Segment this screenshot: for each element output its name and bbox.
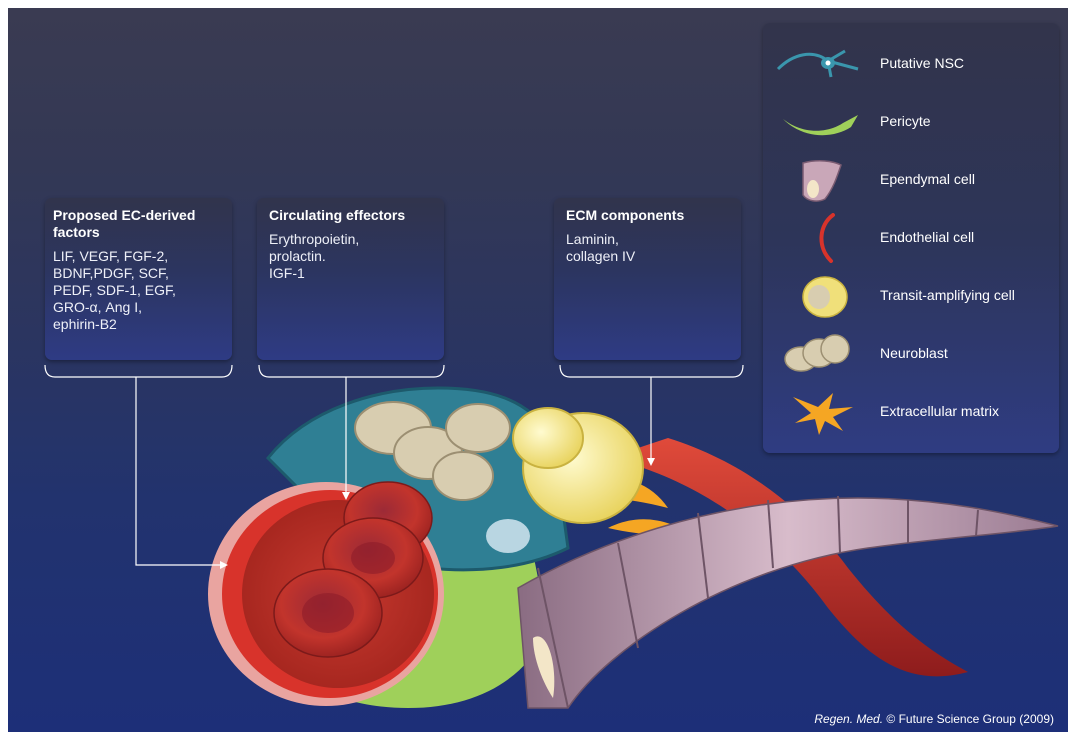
legend-item-transit: Transit-amplifying cell bbox=[763, 271, 1059, 321]
diagram-canvas: Proposed EC-derived factors LIF, VEGF, F… bbox=[8, 8, 1068, 732]
legend-label-putative-nsc: Putative NSC bbox=[880, 55, 964, 71]
ecm-components-title: ECM components bbox=[566, 207, 741, 224]
legend-item-pericyte: Pericyte bbox=[763, 97, 1059, 147]
legend-label-ependymal: Ependymal cell bbox=[880, 171, 975, 187]
circulating-effectors-list: Erythropoietin, prolactin. IGF-1 bbox=[269, 231, 444, 282]
putative-nsc-icon bbox=[773, 39, 873, 89]
legend-label-ecm: Extracellular matrix bbox=[880, 403, 999, 419]
neuroblast-icon bbox=[773, 329, 873, 379]
circulating-effectors-title: Circulating effectors bbox=[269, 207, 444, 224]
ecm-components-box: ECM components Laminin, collagen IV bbox=[554, 198, 741, 360]
ec-derived-factors-box: Proposed EC-derived factors LIF, VEGF, F… bbox=[45, 198, 232, 360]
ependymal-cell-tube bbox=[518, 496, 1058, 708]
legend-label-neuroblast: Neuroblast bbox=[880, 345, 948, 361]
transit-amplifying-cell-icon bbox=[773, 271, 873, 321]
journal-name: Regen. Med. bbox=[814, 712, 883, 726]
ependymal-cell-icon bbox=[773, 155, 873, 205]
legend-label-transit: Transit-amplifying cell bbox=[880, 287, 1015, 303]
bracket-connectors bbox=[45, 365, 743, 377]
cell-type-legend: Putative NSC Pericyte Ependymal cell End… bbox=[763, 23, 1059, 453]
legend-item-ecm: Extracellular matrix bbox=[763, 387, 1059, 437]
endothelial-cell-icon bbox=[773, 213, 873, 263]
legend-label-endothelial: Endothelial cell bbox=[880, 229, 974, 245]
pericyte-icon bbox=[773, 97, 873, 147]
legend-item-ependymal: Ependymal cell bbox=[763, 155, 1059, 205]
ecm-components-list: Laminin, collagen IV bbox=[566, 231, 741, 265]
transit-amplifying-cell-small bbox=[513, 408, 583, 468]
extracellular-matrix-icon bbox=[773, 387, 873, 437]
legend-label-pericyte: Pericyte bbox=[880, 113, 931, 129]
ec-derived-factors-title: Proposed EC-derived factors bbox=[53, 207, 232, 241]
ec-derived-factors-list: LIF, VEGF, FGF-2, BDNF,PDGF, SCF, PEDF, … bbox=[53, 248, 232, 333]
nsc-nucleus bbox=[486, 519, 530, 553]
circulating-effectors-box: Circulating effectors Erythropoietin, pr… bbox=[257, 198, 444, 360]
legend-item-endothelial: Endothelial cell bbox=[763, 213, 1059, 263]
legend-item-neuroblast: Neuroblast bbox=[763, 329, 1059, 379]
credit-text: © Future Science Group (2009) bbox=[883, 712, 1054, 726]
legend-item-putative-nsc: Putative NSC bbox=[763, 39, 1059, 89]
copyright-credit: Regen. Med. © Future Science Group (2009… bbox=[814, 712, 1054, 726]
